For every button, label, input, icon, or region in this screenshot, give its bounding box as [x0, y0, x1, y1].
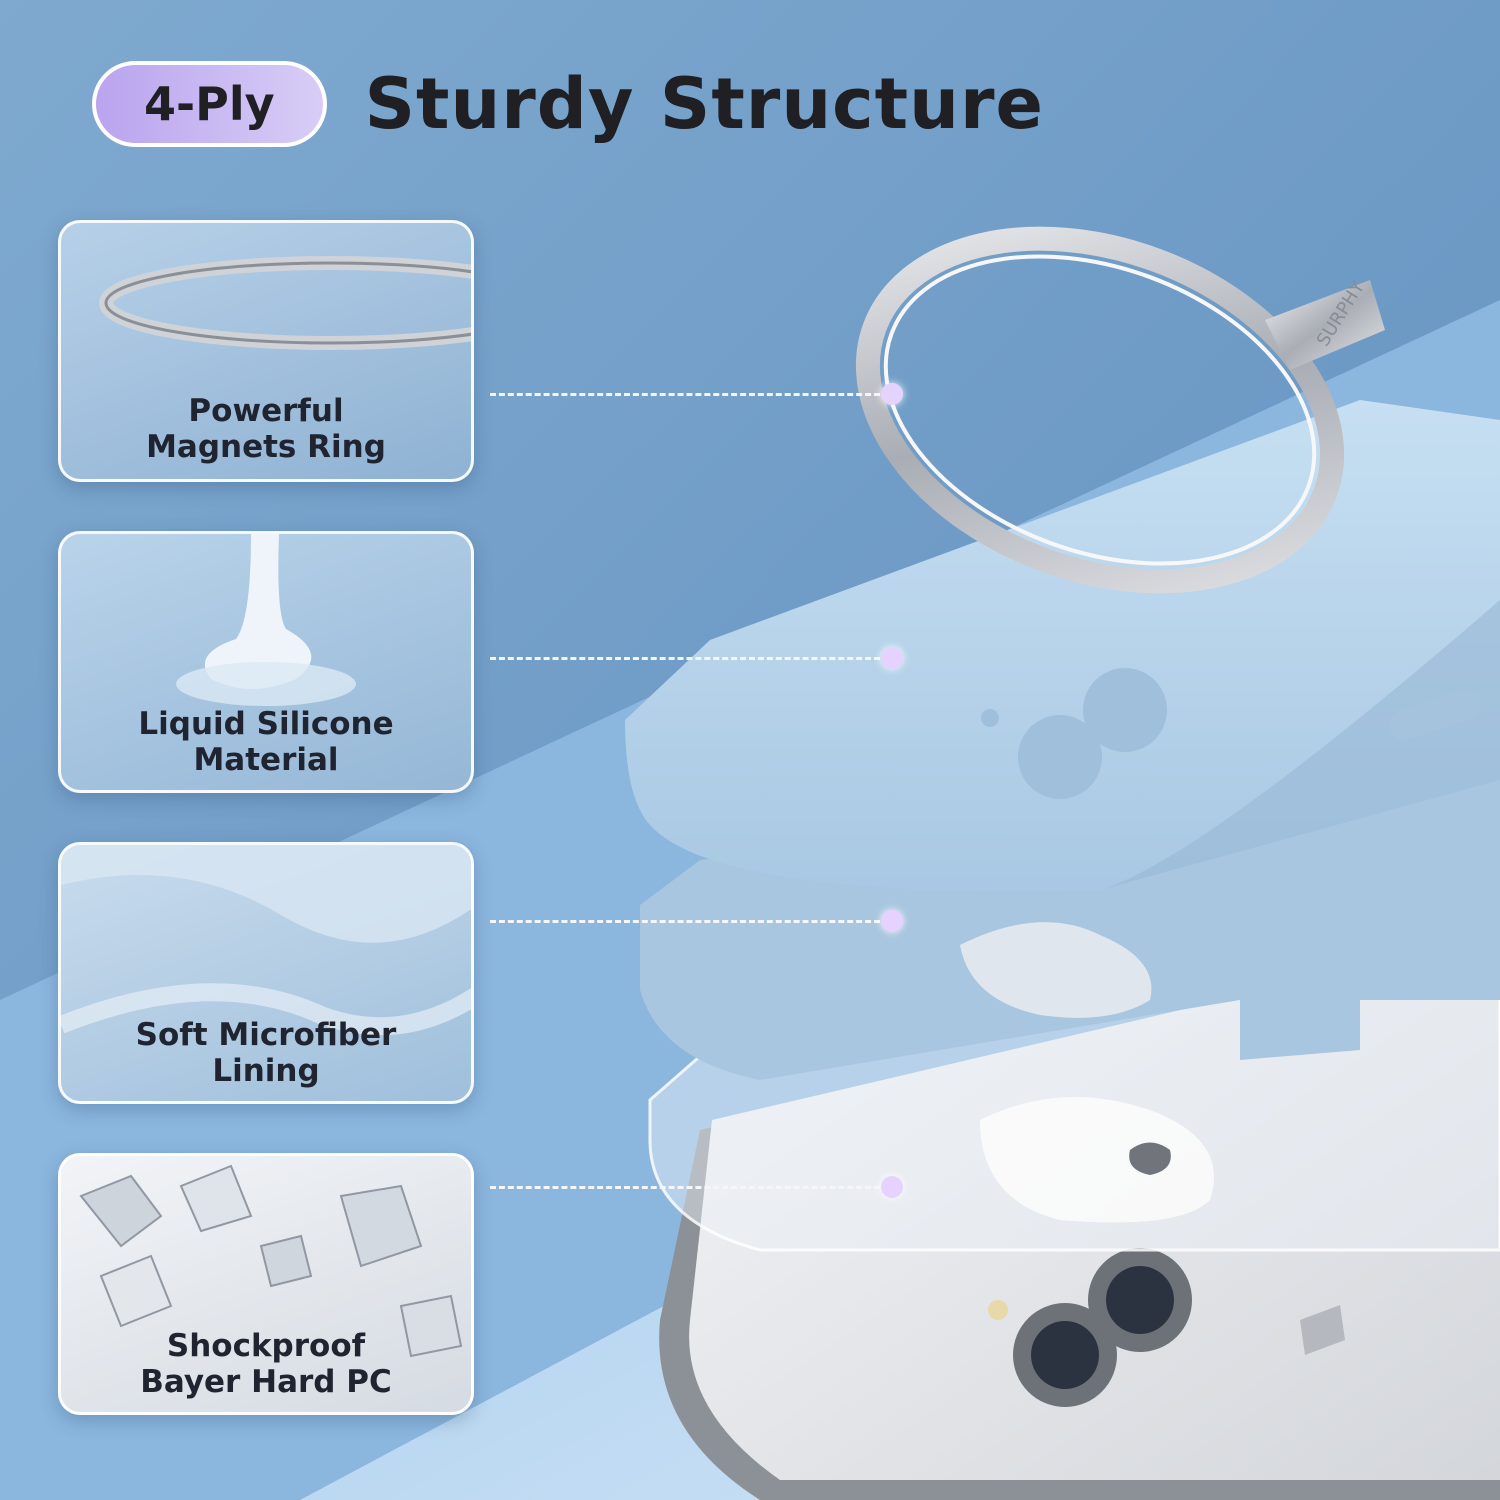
layer-label: Liquid Silicone Material — [138, 706, 394, 778]
layer-card-pc: Shockproof Bayer Hard PC — [58, 1153, 474, 1415]
connector-dot — [881, 383, 903, 405]
connector-line — [490, 920, 880, 923]
layer-label: Soft Microfiber Lining — [135, 1017, 397, 1089]
crystal-icon — [79, 1164, 463, 1358]
layer-card-magnets: Powerful Magnets Ring — [58, 220, 474, 482]
connector-dot — [881, 1176, 903, 1198]
connector-line — [490, 1186, 880, 1189]
layer-card-microfiber: Soft Microfiber Lining — [58, 842, 474, 1104]
layer-label: Powerful Magnets Ring — [146, 393, 386, 465]
microfiber-icon — [61, 845, 471, 1036]
microfiber-lining — [640, 760, 1500, 1080]
ply-badge: 4-Ply — [92, 61, 327, 147]
connector-dot — [881, 910, 903, 932]
layer-label: Shockproof Bayer Hard PC — [140, 1328, 392, 1400]
liquid-drop-icon — [176, 534, 356, 706]
connector-line — [490, 393, 880, 396]
layer-card-silicone: Liquid Silicone Material — [58, 531, 474, 793]
connector-dot — [881, 647, 903, 669]
connector-line — [490, 657, 880, 660]
header: 4-Ply Sturdy Structure — [92, 58, 1044, 150]
page-title: Sturdy Structure — [364, 63, 1044, 145]
magnet-ring-icon — [99, 256, 471, 350]
